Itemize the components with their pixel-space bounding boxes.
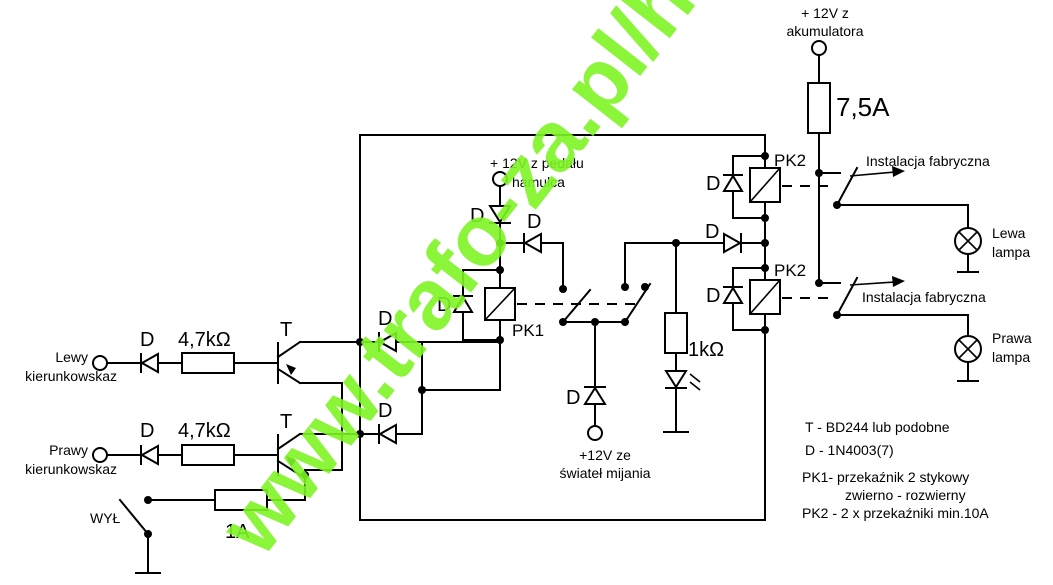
right-lamp-label-1: Prawa	[992, 330, 1032, 346]
lowbeam-terminal	[587, 425, 603, 441]
pk1-flyback-diode	[452, 295, 474, 313]
factory-top-label: Instalacja fabryczna	[866, 153, 990, 169]
input-right-label-2: kierunkowskaz	[25, 461, 117, 477]
diode-label-lowbeam: D	[566, 387, 580, 409]
lowbeam-label-2: świateł mijania	[559, 465, 650, 481]
legend-line-3: PK1- przekaźnik 2 stykowy	[802, 469, 969, 485]
transistor-label-bottom: T	[280, 411, 292, 433]
lowbeam-label-1: +12V ze	[579, 447, 631, 463]
input-left-label-1: Lewy	[55, 349, 88, 365]
battery-label-2: akumulatora	[786, 23, 863, 39]
legend-line-2: D - 1N4003(7)	[805, 442, 894, 458]
relay-pk1-label: PK1	[512, 321, 544, 340]
input-left-diode	[139, 352, 159, 374]
collector-diode-bottom	[377, 423, 397, 445]
brake-branch-diode	[522, 232, 542, 254]
diode-label-collector-top: D	[378, 308, 392, 330]
brake-diode	[488, 205, 512, 224]
diode-label-pk2-bottom: D	[706, 285, 720, 307]
watermark: www.trafo-za.pl/hondo	[201, 0, 843, 572]
left-lamp-label-2: lampa	[992, 244, 1030, 260]
pk2-bottom-flyback-diode	[722, 286, 744, 304]
diode-label-branch: D	[527, 211, 541, 233]
led-resistor-label: 1kΩ	[688, 339, 724, 361]
brake-label-1: + 12V z pedału	[490, 155, 584, 171]
off-fuse-label: 1A	[225, 521, 250, 543]
diode-label-pk1: D	[437, 294, 451, 316]
factory-bottom-label: Instalacja fabryczna	[862, 289, 986, 305]
battery-supply: + 12V z akumulatora 7,5A	[786, 5, 890, 287]
battery-terminal	[811, 40, 827, 56]
brake-supply: + 12V z pedału hamulca D D	[470, 155, 584, 293]
relay-pk2-top: D PK2	[706, 151, 828, 222]
input-left-terminal	[92, 355, 108, 371]
legend-line-1: T - BD244 lub podobne	[805, 419, 950, 435]
diode-label-collector-bottom: D	[378, 400, 392, 422]
diode-label-input-right: D	[140, 420, 154, 442]
off-switch-circuit: 1A WYŁ	[90, 474, 306, 574]
input-left-resistor-label: 4,7kΩ	[178, 329, 231, 351]
diode-label-feed: D	[705, 221, 719, 243]
input-right-resistor-label: 4,7kΩ	[178, 420, 231, 442]
led-diode	[664, 370, 688, 389]
off-switch-label: WYŁ	[90, 510, 121, 526]
left-lamp-circuit: Instalacja fabryczna Lewa lampa	[818, 153, 1030, 273]
input-right-terminal	[92, 447, 108, 463]
enclosure-box	[359, 134, 766, 521]
led-resistor	[664, 312, 688, 354]
relay-pk2-bottom: D PK2	[706, 261, 828, 334]
brake-label-2: hamulca	[512, 174, 565, 190]
relay-pk2-top-label: PK2	[774, 151, 806, 170]
diode-label-pk2-top: D	[706, 173, 720, 195]
right-lamp-label-2: lampa	[992, 349, 1030, 365]
legend-line-4: zwierno - rozwierny	[845, 487, 966, 503]
main-fuse-label: 7,5A	[836, 92, 890, 122]
input-left-circuit: Lewy kierunkowskaz D 4,7kΩ T D	[25, 308, 501, 471]
input-right-circuit: Prawy kierunkowskaz D 4,7kΩ T D	[25, 339, 501, 479]
pk1-contacts	[559, 239, 766, 326]
left-lamp-label-1: Lewa	[992, 225, 1026, 241]
pk2-feed-diode: D	[705, 221, 769, 254]
input-right-resistor	[181, 444, 235, 466]
legend-line-5: PK2 - 2 x przekaźniki min.10A	[802, 505, 989, 521]
diode-label-input-left: D	[140, 329, 154, 351]
battery-label-1: + 12V z	[801, 5, 849, 21]
collector-diode-top	[377, 331, 397, 353]
transistor-label-top: T	[280, 319, 292, 341]
main-fuse	[807, 82, 831, 134]
lowbeam-diode	[583, 386, 607, 405]
component-legend: T - BD244 lub podobne D - 1N4003(7) PK1-…	[802, 419, 989, 521]
relay-pk2-bottom-label: PK2	[774, 261, 806, 280]
pk2-top-flyback-diode	[722, 174, 744, 192]
input-left-label-2: kierunkowskaz	[25, 368, 117, 384]
led-branch: 1kΩ	[663, 242, 724, 433]
input-left-resistor	[181, 352, 235, 374]
input-right-diode	[139, 444, 159, 466]
right-lamp-circuit: Instalacja fabryczna Prawa lampa	[818, 276, 1032, 382]
input-right-label-1: Prawy	[49, 442, 88, 458]
lowbeam-supply: D +12V ze świateł mijania	[559, 321, 651, 481]
diode-label-brake: D	[470, 205, 484, 227]
feed-diode	[723, 232, 743, 254]
